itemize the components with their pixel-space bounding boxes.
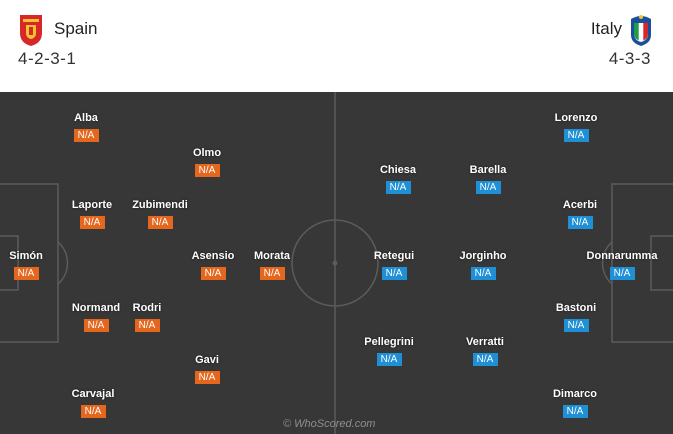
home-player[interactable]: Olmo N/A <box>162 147 252 178</box>
player-name: Verratti <box>466 336 504 348</box>
player-name: Rodri <box>132 302 162 314</box>
away-player[interactable]: Dimarco N/A <box>530 388 620 419</box>
player-name: Normand <box>71 302 121 314</box>
away-player[interactable]: Pellegrini N/A <box>344 336 434 367</box>
home-player[interactable]: Rodri N/A <box>102 302 192 333</box>
spain-crest-icon <box>20 15 42 46</box>
player-rating: N/A <box>134 319 160 332</box>
player-name: Zubimendi <box>132 199 188 211</box>
player-rating: N/A <box>567 216 593 229</box>
player-rating: N/A <box>563 319 589 332</box>
player-name: Jorginho <box>459 250 507 262</box>
player-rating: N/A <box>13 267 39 280</box>
player-rating: N/A <box>147 216 173 229</box>
away-player[interactable]: Barella N/A <box>443 164 533 195</box>
away-player[interactable]: Bastoni N/A <box>531 302 621 333</box>
player-rating: N/A <box>472 353 498 366</box>
player-name: Donnarumma <box>586 250 658 262</box>
home-formation: 4-2-3-1 <box>18 49 77 68</box>
player-rating: N/A <box>470 267 496 280</box>
away-player[interactable]: Lorenzo N/A <box>531 112 621 143</box>
italy-crest-icon <box>631 15 651 46</box>
player-name: Gavi <box>195 354 219 366</box>
player-name: Laporte <box>71 199 113 211</box>
home-player[interactable]: Morata N/A <box>227 250 317 281</box>
player-rating: N/A <box>80 405 106 418</box>
away-goalkeeper[interactable]: Donnarumma N/A <box>577 250 667 281</box>
away-player[interactable]: Verratti N/A <box>440 336 530 367</box>
player-rating: N/A <box>194 164 220 177</box>
player-name: Pellegrini <box>364 336 414 348</box>
home-player[interactable]: Carvajal N/A <box>48 388 138 419</box>
home-goalkeeper[interactable]: Simón N/A <box>0 250 71 281</box>
away-player[interactable]: Acerbi N/A <box>535 199 625 230</box>
player-rating: N/A <box>562 405 588 418</box>
home-player[interactable]: Alba N/A <box>41 112 131 143</box>
player-rating: N/A <box>381 267 407 280</box>
home-player[interactable]: Zubimendi N/A <box>115 199 205 230</box>
player-rating: N/A <box>609 267 635 280</box>
player-rating: N/A <box>563 129 589 142</box>
player-name: Chiesa <box>379 164 417 176</box>
whoscored-watermark: © WhoScored.com <box>283 418 376 430</box>
pitch-markings <box>0 92 673 434</box>
player-name: Alba <box>74 112 98 124</box>
player-name: Olmo <box>192 147 222 159</box>
player-name: Acerbi <box>562 199 598 211</box>
home-player[interactable]: Laporte N/A <box>47 199 137 230</box>
home-player[interactable]: Asensio N/A <box>168 250 258 281</box>
player-name: Lorenzo <box>554 112 598 124</box>
player-name: Barella <box>469 164 507 176</box>
player-rating: N/A <box>376 353 402 366</box>
home-team-name: Spain <box>54 19 98 38</box>
player-name: Carvajal <box>71 388 115 400</box>
player-rating: N/A <box>200 267 226 280</box>
away-player[interactable]: Chiesa N/A <box>353 164 443 195</box>
away-team-name: Italy <box>590 19 622 38</box>
match-header: Spain 4-2-3-1 Italy 4-3-3 <box>0 0 673 92</box>
home-player[interactable]: Gavi N/A <box>162 354 252 385</box>
pitch: Alba N/A Olmo N/A Laporte N/A Zubimendi … <box>0 92 673 434</box>
player-rating: N/A <box>73 129 99 142</box>
player-rating: N/A <box>259 267 285 280</box>
player-name: Morata <box>253 250 291 262</box>
player-rating: N/A <box>79 216 105 229</box>
player-name: Asensio <box>191 250 235 262</box>
player-rating: N/A <box>194 371 220 384</box>
home-player[interactable]: Normand N/A <box>51 302 141 333</box>
player-rating: N/A <box>385 181 411 194</box>
player-rating: N/A <box>475 181 501 194</box>
player-name: Simón <box>9 250 43 262</box>
away-formation: 4-3-3 <box>608 49 651 68</box>
away-player[interactable]: Jorginho N/A <box>438 250 528 281</box>
player-name: Dimarco <box>552 388 598 400</box>
away-player[interactable]: Retegui N/A <box>349 250 439 281</box>
player-name: Bastoni <box>555 302 597 314</box>
player-rating: N/A <box>83 319 109 332</box>
player-name: Retegui <box>373 250 415 262</box>
